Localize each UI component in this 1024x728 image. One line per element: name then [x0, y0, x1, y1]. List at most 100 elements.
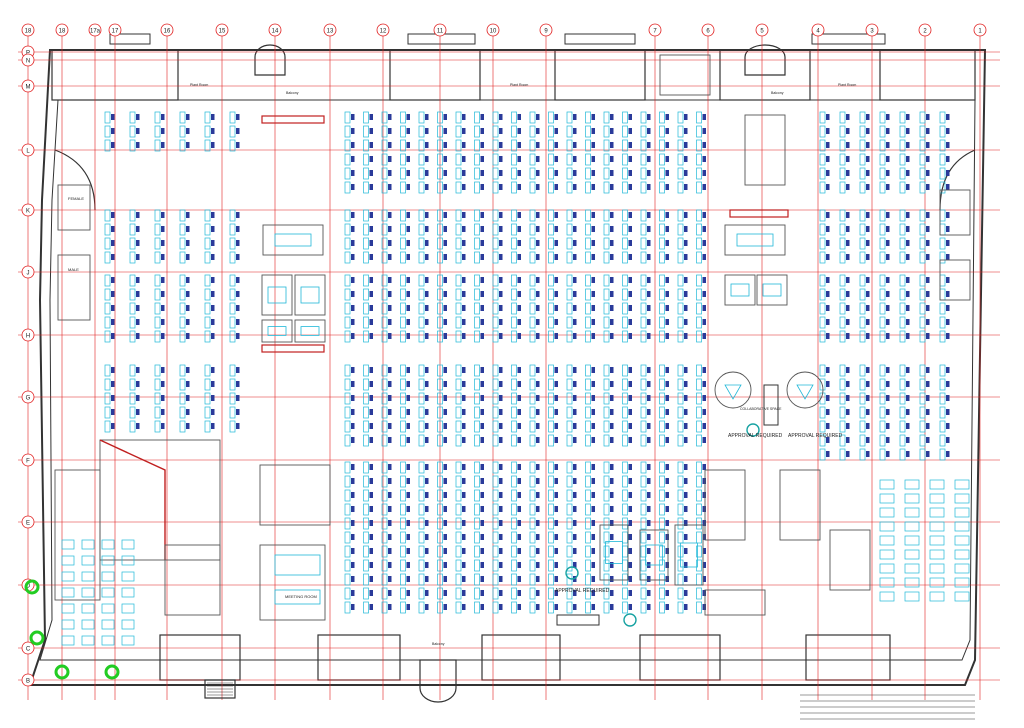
workstation-chair — [628, 226, 632, 232]
workstation-chair — [186, 226, 190, 232]
workstation-chair — [554, 464, 558, 470]
toilet-core — [779, 469, 821, 541]
workstation-chair — [591, 437, 595, 443]
workstation-chair — [846, 156, 850, 162]
meeting-room — [724, 274, 756, 306]
workstation-chair — [684, 548, 688, 554]
workstation-chair — [480, 534, 484, 540]
workstation-desk — [677, 237, 684, 250]
workstation-chair — [211, 319, 215, 325]
green-marker — [104, 664, 120, 680]
workstation-chair — [946, 305, 950, 311]
workstation-desk — [640, 153, 647, 166]
stair — [763, 384, 779, 426]
workstation-chair — [684, 142, 688, 148]
workstation-chair — [573, 212, 577, 218]
workstation-desk — [939, 434, 946, 447]
workstation-chair — [462, 367, 466, 373]
workstation-chair — [946, 395, 950, 401]
workstation-chair — [573, 170, 577, 176]
workstation-chair — [425, 319, 429, 325]
workstation-chair — [610, 170, 614, 176]
workstation-chair — [369, 478, 373, 484]
workstation-desk — [879, 316, 886, 329]
workstation-desk — [400, 139, 406, 152]
workstation-desk — [919, 125, 926, 138]
workstation-desk — [418, 209, 425, 222]
workstation-desk — [381, 392, 388, 405]
workstation-desk — [381, 461, 388, 474]
workstation-desk — [363, 209, 369, 222]
workstation-chair — [443, 184, 447, 190]
workstation-desk — [879, 330, 886, 343]
workstation-desk — [179, 378, 186, 391]
workstation-chair — [236, 409, 240, 415]
workstation-desk — [640, 288, 647, 301]
workstation-desk — [344, 330, 351, 343]
workstation-desk — [437, 475, 443, 488]
conference-table — [274, 233, 312, 247]
workstation-chair — [866, 277, 870, 283]
workstation-desk — [363, 330, 369, 343]
workstation-chair — [536, 254, 540, 260]
workstation-desk — [677, 587, 684, 600]
workstation-chair — [702, 170, 706, 176]
workstation-clusters — [104, 111, 950, 614]
grid-column-bubble — [268, 23, 282, 37]
workstation-chair — [554, 395, 558, 401]
workstation-chair — [443, 506, 447, 512]
workstation-chair — [926, 156, 930, 162]
workstation-desk — [566, 274, 573, 287]
workstation-desk — [363, 167, 369, 180]
workstation-chair — [236, 128, 240, 134]
workstation-desk — [437, 330, 443, 343]
workstation-desk — [204, 139, 211, 152]
workstation-chair — [517, 520, 521, 526]
workstation-chair — [886, 212, 890, 218]
workstation-desk — [492, 237, 499, 250]
workstation-desk — [939, 378, 946, 391]
workstation-chair — [425, 604, 429, 610]
workstation-desk — [603, 406, 610, 419]
workstation-chair — [499, 184, 503, 190]
workstation-chair — [536, 184, 540, 190]
workstation-chair — [647, 170, 651, 176]
workstation-desk — [603, 364, 610, 377]
workstation-chair — [369, 409, 373, 415]
workstation-chair — [536, 212, 540, 218]
workstation-chair — [591, 423, 595, 429]
workstation-chair — [702, 506, 706, 512]
workstation-chair — [406, 520, 410, 526]
workstation-chair — [388, 464, 392, 470]
workstation-chair — [111, 291, 115, 297]
workstation-desk — [640, 503, 647, 516]
workstation-chair — [517, 184, 521, 190]
workstation-chair — [211, 254, 215, 260]
workstation-desk — [640, 531, 647, 544]
workstation-desk — [474, 364, 480, 377]
workstation-chair — [591, 548, 595, 554]
workstation-chair — [647, 305, 651, 311]
workstation-chair — [443, 226, 447, 232]
workstation-desk — [154, 251, 161, 264]
approval-label-right: APPROVAL REQUIRED — [788, 433, 843, 439]
workstation-chair — [406, 277, 410, 283]
workstation-chair — [866, 212, 870, 218]
workstation-chair — [499, 277, 503, 283]
workstation-chair — [406, 184, 410, 190]
workstation-chair — [647, 142, 651, 148]
workstation-desk — [659, 601, 665, 614]
workstation-chair — [425, 464, 429, 470]
workstation-desk — [474, 475, 480, 488]
workstation-desk — [548, 573, 554, 586]
workstation-desk — [585, 587, 591, 600]
workstation-desk — [603, 111, 610, 124]
workstation-chair — [443, 333, 447, 339]
workstation-desk — [474, 517, 480, 530]
workstation-desk — [455, 378, 462, 391]
workstation-desk — [104, 125, 111, 138]
workstation-chair — [826, 381, 830, 387]
grid-row-label: F — [26, 459, 30, 465]
stair-tower — [419, 659, 457, 703]
workstation-desk — [381, 587, 388, 600]
